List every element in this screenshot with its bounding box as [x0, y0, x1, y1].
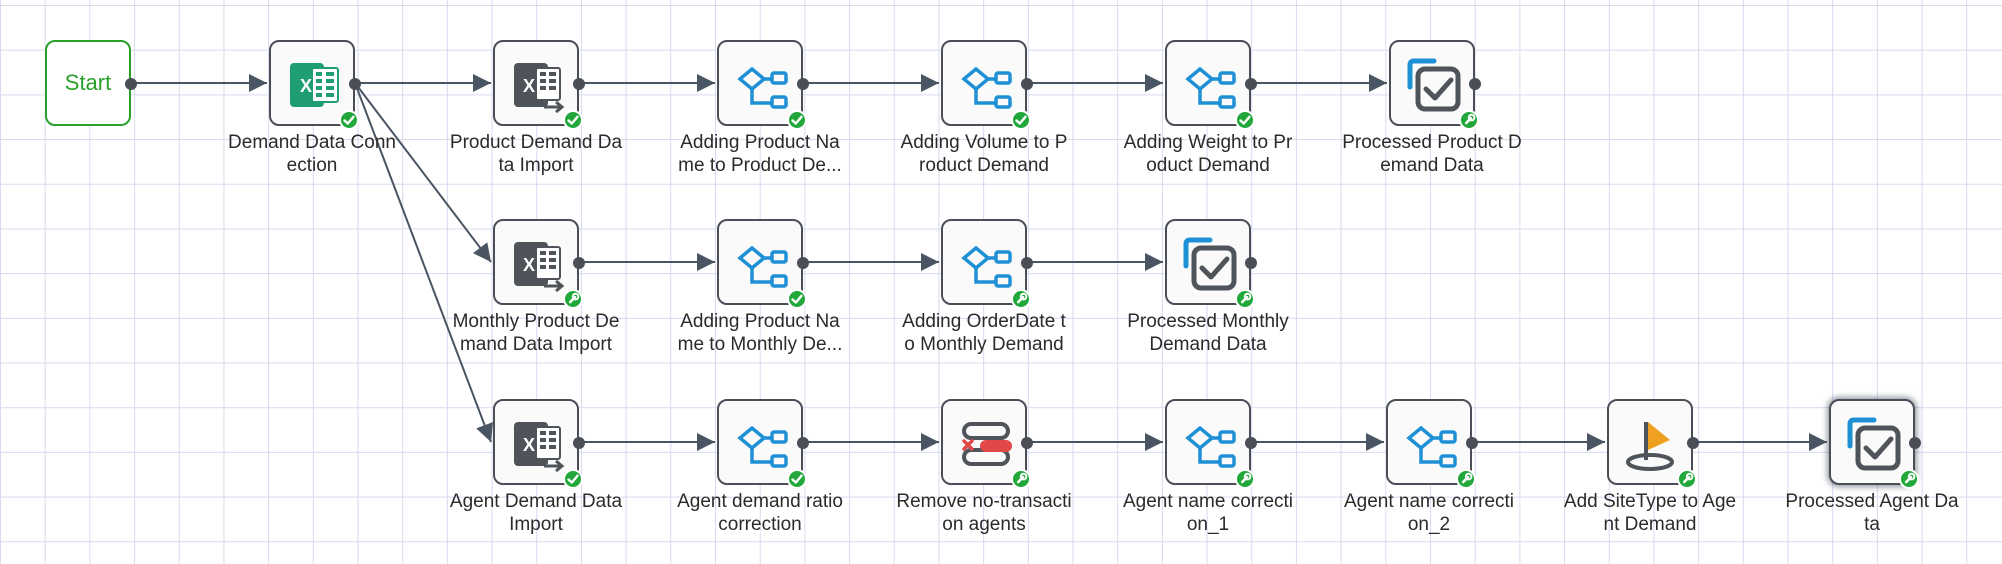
node-label-n2: Product Demand Da ta Import [449, 132, 623, 176]
excel-icon: X [290, 63, 339, 107]
join-icon [961, 245, 1012, 288]
node-n9[interactable] [941, 219, 1033, 309]
node-label-n10: Processed Monthly Demand Data [1127, 311, 1289, 355]
configured-wrench-icon [1011, 289, 1031, 309]
remove-icon [962, 422, 1012, 466]
node-label-n6: Processed Product D emand Data [1342, 132, 1522, 176]
sitetype-icon [1626, 422, 1674, 471]
node-label-n16: Add SiteType to Age nt Demand [1563, 491, 1737, 535]
node-n8[interactable] [717, 219, 809, 309]
svg-text:X: X [523, 435, 535, 455]
start-node-label: Start [64, 70, 112, 95]
node-label-n3: Adding Product Na me to Product De... [678, 132, 842, 176]
configured-wrench-icon [1677, 469, 1697, 489]
output-port[interactable] [1466, 437, 1478, 449]
node-label-n7: Monthly Product De mand Data Import [452, 311, 620, 355]
node-label-n13: Remove no-transacti on agents [896, 491, 1072, 535]
output-icon [1183, 237, 1237, 291]
output-port[interactable] [1687, 437, 1699, 449]
join-icon [1185, 66, 1236, 109]
join-icon [737, 425, 788, 468]
configured-wrench-icon [1235, 289, 1255, 309]
success-check-icon [787, 110, 807, 130]
output-port[interactable] [1909, 437, 1921, 449]
edge-n1-to-n11[interactable] [354, 82, 494, 443]
import-icon: X [514, 242, 565, 292]
output-port[interactable] [573, 257, 585, 269]
success-check-icon [563, 469, 583, 489]
node-n6[interactable] [1389, 40, 1481, 130]
output-port[interactable] [1021, 437, 1033, 449]
import-icon: X [514, 422, 565, 472]
success-check-icon [563, 110, 583, 130]
node-n2[interactable]: X [493, 40, 585, 130]
join-icon [1406, 425, 1457, 468]
node-label-n1: Demand Data Conn ection [228, 132, 396, 176]
node-label-n11: Agent Demand Data Import [449, 491, 623, 535]
edge-n1-to-n7[interactable] [354, 82, 492, 263]
node-label-n9: Adding OrderDate t o Monthly Demand [902, 311, 1066, 355]
configured-wrench-icon [1456, 469, 1476, 489]
output-port[interactable] [1021, 78, 1033, 90]
configured-wrench-icon [1011, 469, 1031, 489]
node-n1[interactable]: X [269, 40, 361, 130]
node-n4[interactable] [941, 40, 1033, 130]
node-n7[interactable]: X [493, 219, 585, 309]
output-port[interactable] [1245, 437, 1257, 449]
output-port[interactable] [797, 257, 809, 269]
node-n5[interactable] [1165, 40, 1257, 130]
success-check-icon [787, 469, 807, 489]
svg-text:X: X [523, 255, 535, 275]
output-port[interactable] [797, 78, 809, 90]
output-port[interactable] [797, 437, 809, 449]
node-n13[interactable] [941, 399, 1033, 489]
node-n15[interactable] [1386, 399, 1478, 489]
node-label-n14: Agent name correcti on_1 [1122, 491, 1294, 535]
node-label-n8: Adding Product Na me to Monthly De... [677, 311, 843, 355]
configured-wrench-icon [1899, 469, 1919, 489]
svg-text:X: X [523, 76, 535, 96]
output-icon [1407, 58, 1461, 112]
node-n10[interactable] [1165, 219, 1257, 309]
node-label-n12: Agent demand ratio correction [677, 491, 843, 535]
import-icon: X [514, 63, 565, 113]
success-check-icon [1235, 110, 1255, 130]
node-label-n5: Adding Weight to Pr oduct Demand [1123, 132, 1293, 176]
node-n16[interactable] [1607, 399, 1699, 489]
success-check-icon [787, 289, 807, 309]
svg-text:X: X [300, 76, 312, 96]
node-label-n15: Agent name correcti on_2 [1343, 491, 1515, 535]
join-icon [737, 245, 788, 288]
output-port[interactable] [573, 78, 585, 90]
node-label-n17: Processed Agent Da ta [1785, 491, 1959, 535]
success-check-icon [339, 110, 359, 130]
output-port[interactable] [1021, 257, 1033, 269]
join-icon [737, 66, 788, 109]
output-icon [1847, 417, 1901, 471]
node-n11[interactable]: X [493, 399, 585, 489]
join-icon [961, 66, 1012, 109]
output-port[interactable] [1245, 78, 1257, 90]
node-n17[interactable] [1829, 399, 1921, 489]
node-n3[interactable] [717, 40, 809, 130]
output-port[interactable] [125, 78, 137, 90]
output-port[interactable] [1469, 78, 1481, 90]
node-n14[interactable] [1165, 399, 1257, 489]
output-port[interactable] [349, 78, 361, 90]
node-label-n4: Adding Volume to P roduct Demand [900, 132, 1068, 176]
success-check-icon [1011, 110, 1031, 130]
node-start[interactable]: Start [45, 40, 137, 126]
node-n12[interactable] [717, 399, 809, 489]
output-port[interactable] [1245, 257, 1257, 269]
configured-wrench-icon [1459, 110, 1479, 130]
output-port[interactable] [573, 437, 585, 449]
configured-wrench-icon [1235, 469, 1255, 489]
join-icon [1185, 425, 1236, 468]
configured-wrench-icon [563, 289, 583, 309]
